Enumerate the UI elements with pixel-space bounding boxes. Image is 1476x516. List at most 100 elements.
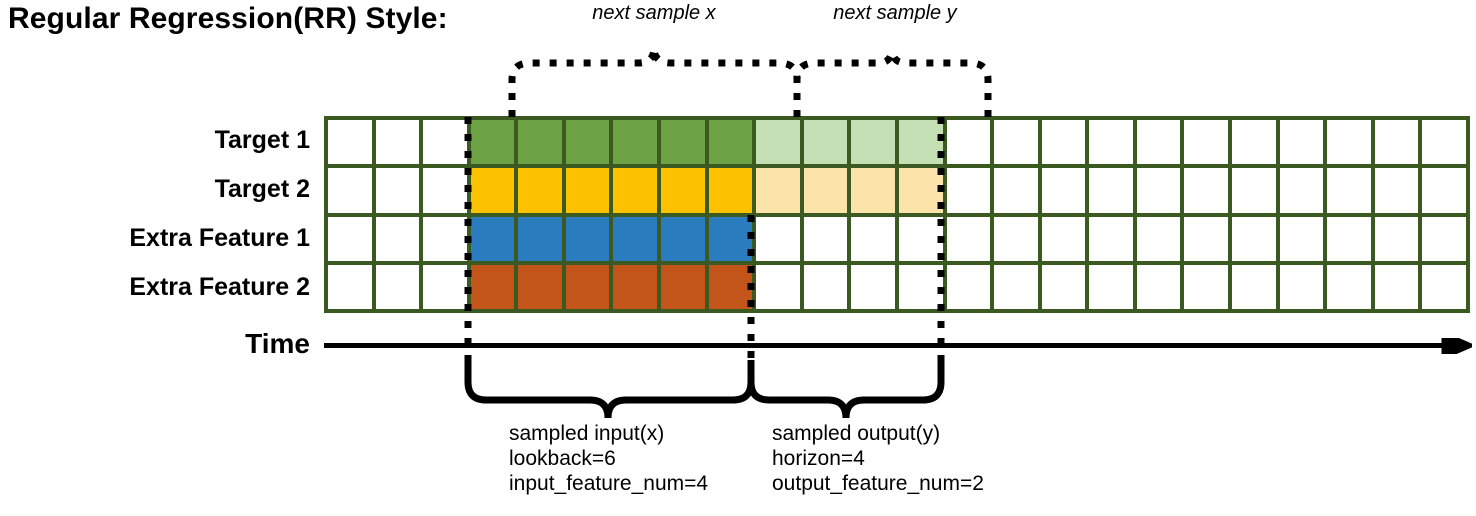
grid-cell [470, 120, 515, 165]
caption-input-line2: lookback=6 [509, 447, 616, 470]
bottom-brace-sampled-output [747, 360, 945, 419]
grid-cell [994, 216, 1038, 261]
grid-cell [328, 264, 372, 309]
grid-cell [1089, 216, 1133, 261]
grid-row-target-1 [328, 120, 1466, 165]
grid-cell [851, 216, 895, 261]
grid-cell [518, 264, 562, 309]
row-label-target-2: Target 2 [214, 175, 310, 203]
grid-cell [328, 216, 372, 261]
grid-cell [898, 120, 943, 165]
grid-cell [994, 168, 1038, 213]
grid-cell [328, 168, 372, 213]
grid-cell [1374, 120, 1419, 165]
grid-cell [1089, 120, 1133, 165]
grid-cell [756, 264, 800, 309]
grid-cell [803, 216, 848, 261]
grid-cell [470, 168, 515, 213]
grid-cell [946, 168, 991, 213]
grid-cell [1184, 216, 1228, 261]
annotation-next-sample-x: next sample x [592, 2, 716, 24]
grid-cell [1184, 120, 1228, 165]
grid-cell [661, 264, 705, 309]
caption-input-line3: input_feature_num=4 [509, 472, 709, 495]
grid-row-target-2 [328, 168, 1466, 213]
grid-cell [898, 216, 943, 261]
grid-cell [1279, 120, 1324, 165]
grid-cell [518, 168, 562, 213]
grid-cell [1327, 120, 1371, 165]
time-axis-label: Time [245, 328, 310, 359]
grid-cell [803, 168, 848, 213]
grid-cell [1231, 264, 1276, 309]
grid-cell [423, 216, 467, 261]
grid-cell [470, 216, 515, 261]
grid-cell [1041, 216, 1086, 261]
grid-cell [1136, 264, 1181, 309]
grid-cell [613, 216, 658, 261]
grid-cell [375, 264, 420, 309]
grid-cell [661, 168, 705, 213]
grid-cell [1422, 168, 1466, 213]
timeline-grid [324, 116, 1470, 313]
grid-cell [708, 264, 753, 309]
grid-cell [851, 168, 895, 213]
bottom-brace-sampled-input [464, 360, 755, 419]
grid-cell [756, 120, 800, 165]
grid-cell [613, 120, 658, 165]
grid-cell [708, 216, 753, 261]
grid-cell [851, 120, 895, 165]
caption-output-line1: sampled output(y) [772, 422, 941, 445]
grid-cell [1041, 120, 1086, 165]
grid-cell [1231, 216, 1276, 261]
grid-row-extra-feature-1 [328, 216, 1466, 261]
grid-cell [328, 120, 372, 165]
grid-cell [898, 168, 943, 213]
grid-cell [1231, 120, 1276, 165]
grid-cell [756, 168, 800, 213]
grid-cell [1089, 264, 1133, 309]
grid-cell [946, 264, 991, 309]
grid-cell [423, 168, 467, 213]
annotation-next-sample-y: next sample y [833, 2, 957, 24]
caption-sampled-output: sampled output(y) horizon=4 output_featu… [772, 421, 984, 496]
grid-cell [1184, 264, 1228, 309]
grid-cell [1136, 120, 1181, 165]
grid-cell [708, 168, 753, 213]
grid-cell [1327, 168, 1371, 213]
grid-cell [1136, 216, 1181, 261]
grid-cell [1422, 120, 1466, 165]
grid-cell [1279, 264, 1324, 309]
grid-cell [661, 120, 705, 165]
grid-cell [518, 216, 562, 261]
top-brace-next-sample-y [793, 47, 992, 117]
grid-cell [1041, 168, 1086, 213]
caption-output-line3: output_feature_num=2 [772, 472, 984, 495]
grid-cell [1184, 168, 1228, 213]
grid-cell [898, 264, 943, 309]
grid-cell [994, 264, 1038, 309]
grid-cell [946, 120, 991, 165]
grid-row-extra-feature-2 [328, 264, 1466, 309]
grid-cell [1374, 264, 1419, 309]
page-title: Regular Regression(RR) Style: [8, 2, 448, 35]
grid-cell [1422, 216, 1466, 261]
grid-cell [375, 120, 420, 165]
grid-cell [565, 216, 610, 261]
grid-cell [1374, 216, 1419, 261]
grid-cell [1327, 264, 1371, 309]
grid-cell [756, 216, 800, 261]
grid-cell [613, 264, 658, 309]
grid-cell [803, 120, 848, 165]
grid-cell [375, 168, 420, 213]
grid-cell [518, 120, 562, 165]
grid-cell [1089, 168, 1133, 213]
grid-cell [1231, 168, 1276, 213]
row-label-extra-feature-2: Extra Feature 2 [129, 273, 310, 301]
caption-input-line1: sampled input(x) [509, 422, 665, 445]
time-axis-arrow [324, 338, 1472, 354]
grid-cell [565, 168, 610, 213]
grid-cell [851, 264, 895, 309]
grid-cell [423, 264, 467, 309]
